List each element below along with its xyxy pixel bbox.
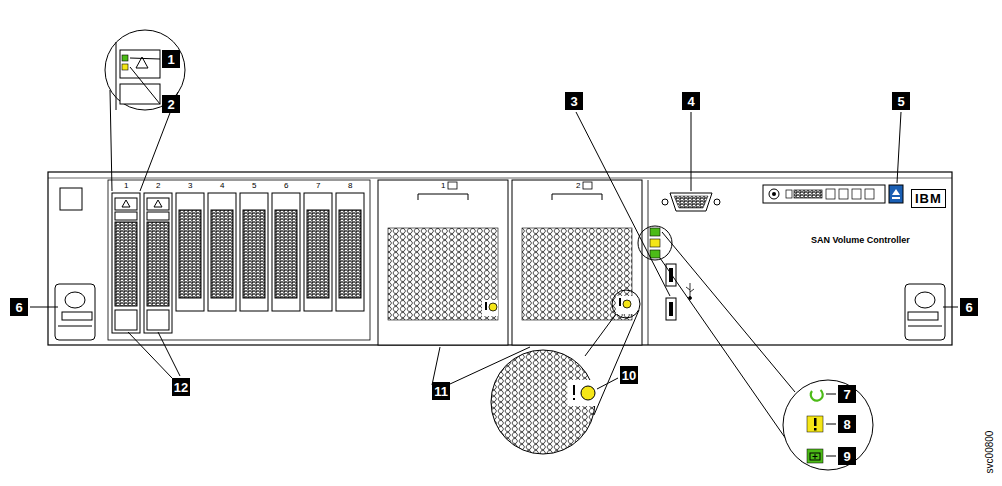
callout-number: 11 bbox=[432, 382, 450, 400]
drive-bay-number: 8 bbox=[348, 182, 352, 190]
callout-number: 8 bbox=[838, 415, 856, 433]
drive-bay-number: 5 bbox=[252, 182, 256, 190]
module-number: 2 bbox=[576, 182, 580, 190]
callout-number: 1 bbox=[162, 50, 180, 68]
callout-number: 10 bbox=[620, 366, 638, 384]
callout-number: 6 bbox=[960, 298, 978, 316]
module-number: 1 bbox=[441, 182, 445, 190]
callout-number: 4 bbox=[682, 92, 700, 110]
callout-number: 7 bbox=[838, 385, 856, 403]
figure-id: svc00800 bbox=[985, 431, 995, 474]
drive-bay-number: 2 bbox=[156, 182, 160, 190]
drive-bay-number: 4 bbox=[220, 182, 224, 190]
callout-number: 3 bbox=[565, 92, 583, 110]
drive-bay-number: 7 bbox=[316, 182, 320, 190]
callout-number: 9 bbox=[838, 447, 856, 465]
drive-bay-number: 6 bbox=[284, 182, 288, 190]
callout-number: 12 bbox=[172, 378, 190, 396]
drive-bay-number: 3 bbox=[188, 182, 192, 190]
callout-number: 5 bbox=[892, 92, 910, 110]
product-name: SAN Volume Controller bbox=[811, 236, 910, 245]
brand-logo: IBM bbox=[911, 189, 946, 208]
callout-number: 2 bbox=[162, 95, 180, 113]
callout-number: 6 bbox=[10, 298, 28, 316]
drive-bay-number: 1 bbox=[124, 182, 128, 190]
